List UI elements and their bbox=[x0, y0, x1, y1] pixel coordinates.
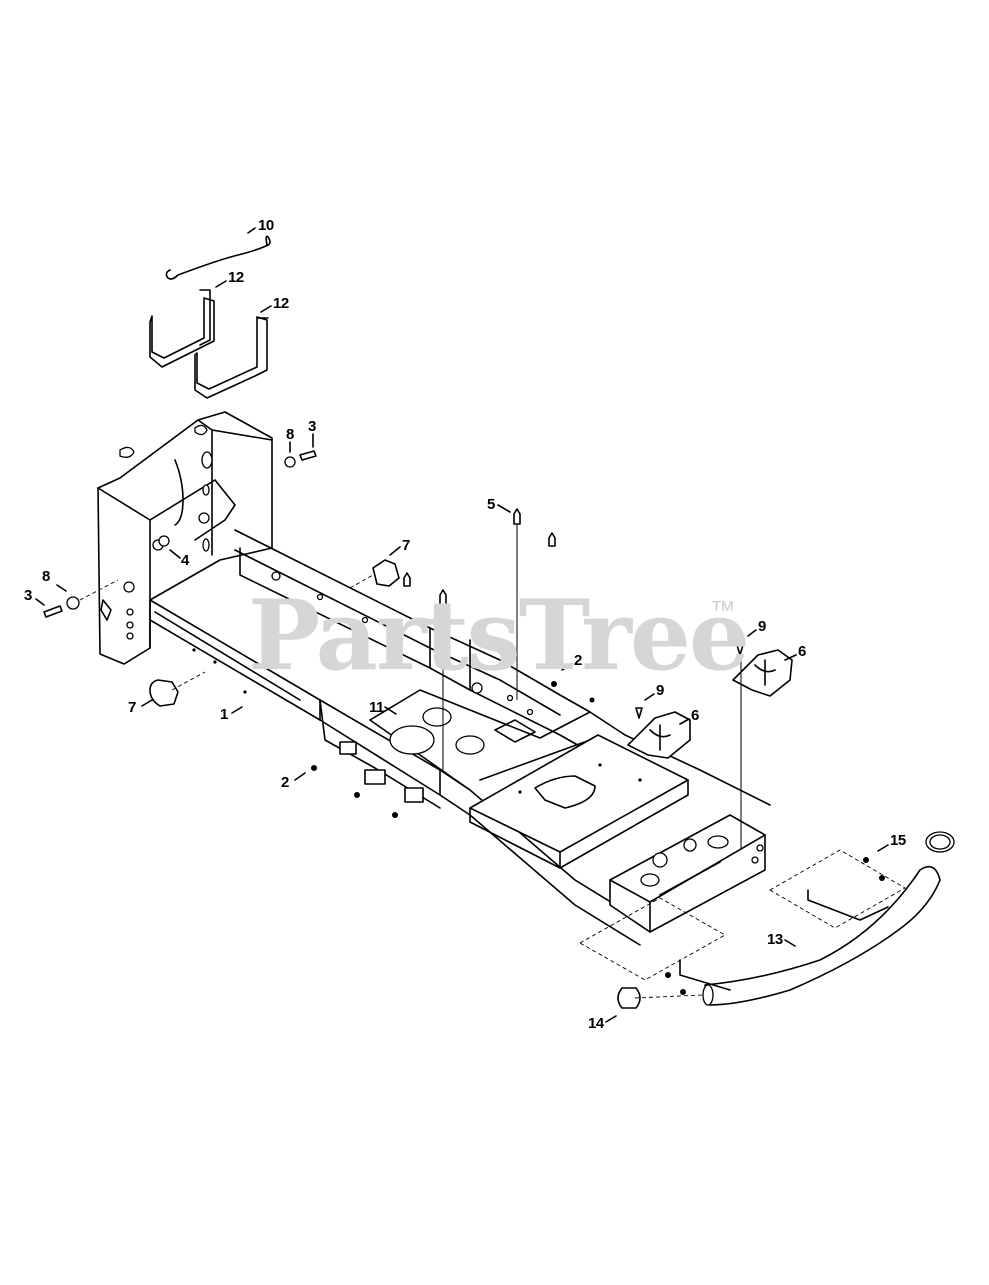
leader-lines bbox=[35, 227, 889, 1023]
callout-2-left[interactable]: 2 bbox=[281, 774, 289, 791]
rear-frame-part bbox=[97, 411, 273, 665]
callout-11[interactable]: 11 bbox=[369, 699, 384, 716]
bumper-pad-part bbox=[149, 559, 400, 707]
trademark-symbol: TM bbox=[712, 598, 734, 615]
callout-1[interactable]: 1 bbox=[220, 706, 228, 723]
callout-13[interactable]: 13 bbox=[767, 931, 783, 948]
deck-plate-part bbox=[369, 689, 771, 806]
pivot-bracket-part bbox=[627, 649, 793, 759]
partstree-watermark: PartsTree bbox=[248, 579, 750, 692]
callout-2-right[interactable]: 2 bbox=[574, 652, 582, 669]
callout-8-upper[interactable]: 8 bbox=[286, 426, 294, 443]
callout-9-center[interactable]: 9 bbox=[656, 682, 664, 699]
locator-planes bbox=[579, 849, 906, 981]
callout-5[interactable]: 5 bbox=[487, 496, 495, 513]
callout-10[interactable]: 10 bbox=[258, 217, 274, 234]
callout-7-upper[interactable]: 7 bbox=[402, 537, 410, 554]
callout-7-lower[interactable]: 7 bbox=[128, 699, 136, 716]
callout-12-upper[interactable]: 12 bbox=[228, 269, 244, 286]
callout-14[interactable]: 14 bbox=[588, 1015, 604, 1032]
callout-6-center[interactable]: 6 bbox=[691, 707, 699, 724]
wire-clip-part bbox=[165, 235, 271, 280]
callout-3-left[interactable]: 3 bbox=[24, 587, 32, 604]
callout-15[interactable]: 15 bbox=[890, 832, 906, 849]
callout-12-lower[interactable]: 12 bbox=[273, 295, 289, 312]
callout-4[interactable]: 4 bbox=[181, 552, 189, 569]
fasteners bbox=[43, 450, 885, 995]
battery-strap-part bbox=[149, 289, 269, 399]
right-side-rail-part bbox=[234, 529, 591, 753]
callout-3-upper[interactable]: 3 bbox=[308, 418, 316, 435]
callout-8-left[interactable]: 8 bbox=[42, 568, 50, 585]
callout-6-right[interactable]: 6 bbox=[798, 643, 806, 660]
front-plate-part bbox=[469, 734, 766, 933]
callout-9-right[interactable]: 9 bbox=[758, 618, 766, 635]
front-bumper-part bbox=[617, 831, 955, 1009]
